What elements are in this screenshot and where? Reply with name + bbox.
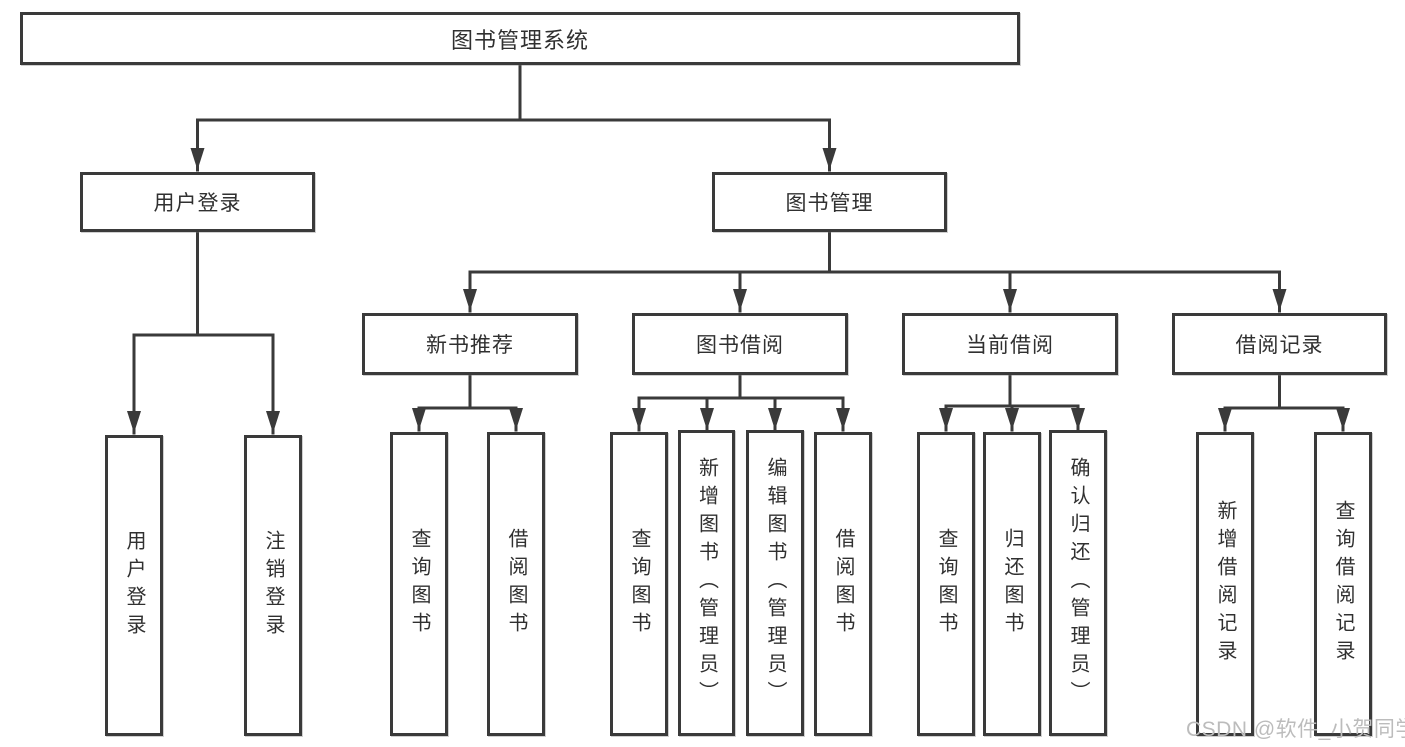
node-book-management-system: 图书管理系统 — [20, 12, 1020, 65]
node-book-borrow: 图书借阅 — [632, 313, 848, 375]
leaf-return-books: 归还图书 — [983, 432, 1041, 736]
leaf-logout: 注销登录 — [244, 435, 302, 736]
leaf-borrow-books: 借阅图书 — [487, 432, 545, 736]
node-borrow-records: 借阅记录 — [1172, 313, 1387, 375]
leaf-user-login: 用户登录 — [105, 435, 163, 736]
leaf-edit-books-admin: 编辑图书（管理员） — [746, 430, 804, 736]
node-user-login: 用户登录 — [80, 172, 315, 232]
leaf-add-borrow-record: 新增借阅记录 — [1196, 432, 1254, 736]
leaf-borrow-books: 借阅图书 — [814, 432, 872, 736]
leaf-query-books: 查询图书 — [610, 432, 668, 736]
csdn-watermark: CSDN @软件_小贺同学 — [1186, 718, 1405, 741]
node-current-borrow: 当前借阅 — [902, 313, 1118, 375]
node-new-book-recommend: 新书推荐 — [362, 313, 578, 375]
node-book-management: 图书管理 — [712, 172, 947, 232]
leaf-query-borrow-record: 查询借阅记录 — [1314, 432, 1372, 736]
leaf-query-books: 查询图书 — [917, 432, 975, 736]
leaf-add-books-admin: 新增图书（管理员） — [678, 430, 735, 736]
leaf-query-books: 查询图书 — [390, 432, 448, 736]
leaf-confirm-return-admin: 确认归还（管理员） — [1049, 430, 1107, 736]
